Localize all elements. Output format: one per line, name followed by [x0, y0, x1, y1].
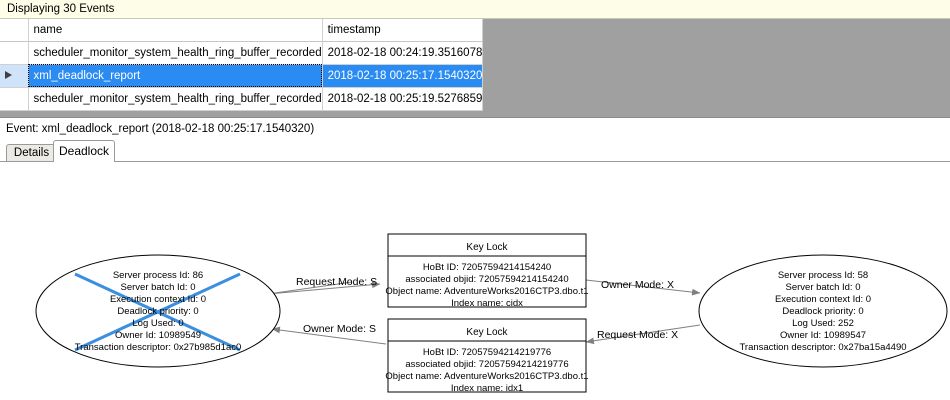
resource-top-title: Key Lock [466, 242, 508, 253]
process-right-line-5: Owner Id: 10989547 [780, 330, 866, 341]
event-header-label: Event: xml_deadlock_report (2018-02-18 0… [6, 122, 315, 135]
process-left-line-3: Deadlock priority: 0 [117, 306, 198, 317]
edge-label-owner-mode-s: Owner Mode: S [303, 323, 376, 335]
deadlock-graph-canvas[interactable]: Request Mode: S Owner Mode: X Owner Mode… [0, 161, 950, 400]
process-left-line-4: Log Used: 0 [132, 318, 183, 329]
edge-label-owner-mode-x: Owner Mode: X [601, 279, 674, 291]
resource-top-line-1: associated objid: 72057594214154240 [405, 274, 568, 285]
row-selector-cell[interactable] [0, 64, 29, 88]
edge-request-mode-x: Request Mode: X [585, 324, 701, 345]
event-header: Event: xml_deadlock_report (2018-02-18 0… [0, 119, 950, 138]
resource-bottom-line-3: Index name: idx1 [451, 383, 523, 394]
resource-top-line-2: Object name: AdventureWorks2016CTP3.dbo.… [385, 286, 588, 297]
edge-label-request-mode-x: Request Mode: X [597, 329, 678, 341]
process-left-line-2: Execution context Id: 0 [110, 294, 206, 305]
resource-bottom-line-0: HoBt ID: 72057594214219776 [423, 347, 551, 358]
column-header-selector [0, 19, 29, 42]
column-header-timestamp[interactable]: timestamp [322, 19, 484, 42]
cell-name[interactable]: xml_deadlock_report [28, 64, 323, 88]
resource-bottom-line-2: Object name: AdventureWorks2016CTP3.dbo.… [385, 371, 588, 382]
edge-label-request-mode-s: Request Mode: S [296, 276, 377, 288]
resource-top-line-3: Index name: cidx [451, 298, 523, 309]
edge-owner-mode-x: Owner Mode: X [585, 279, 701, 296]
cell-name[interactable]: scheduler_monitor_system_health_ring_buf… [28, 41, 323, 65]
process-right-line-3: Deadlock priority: 0 [782, 306, 863, 317]
tab-details[interactable]: Details [6, 144, 57, 162]
detail-tabstrip: Details Deadlock [0, 140, 950, 162]
resource-node-top[interactable]: Key Lock HoBt ID: 72057594214154240 asso… [385, 233, 589, 309]
events-count-label: Displaying 30 Events [7, 3, 115, 15]
row-selector-cell[interactable] [0, 41, 29, 65]
events-grid[interactable]: name timestamp scheduler_monitor_system_… [0, 19, 950, 118]
process-node-left[interactable]: Server process Id: 86 Server batch Id: 0… [35, 254, 281, 368]
process-left-line-6: Transaction descriptor: 0x27b985d1ac0 [75, 342, 242, 353]
table-row[interactable]: scheduler_monitor_system_health_ring_buf… [0, 41, 484, 65]
resource-bottom-line-1: associated objid: 72057594214219776 [405, 359, 568, 370]
process-node-right[interactable]: Server process Id: 58 Server batch Id: 0… [698, 254, 948, 368]
resource-top-line-0: HoBt ID: 72057594214154240 [423, 262, 551, 273]
cell-name[interactable]: scheduler_monitor_system_health_ring_buf… [28, 87, 323, 111]
resource-bottom-title: Key Lock [466, 327, 508, 338]
deadlock-graph-svg: Request Mode: S Owner Mode: X Owner Mode… [35, 233, 948, 394]
resource-node-bottom[interactable]: Key Lock HoBt ID: 72057594214219776 asso… [385, 318, 589, 394]
cell-timestamp[interactable]: 2018-02-18 00:24:19.3516078 [322, 41, 484, 65]
process-left-line-1: Server batch Id: 0 [121, 282, 196, 293]
process-right-line-1: Server batch Id: 0 [786, 282, 861, 293]
victim-cross-icon [74, 272, 241, 352]
tab-deadlock[interactable]: Deadlock [53, 140, 115, 162]
edge-request-mode-s: Request Mode: S [267, 276, 381, 295]
events-table: name timestamp scheduler_monitor_system_… [0, 19, 484, 111]
column-header-name[interactable]: name [28, 19, 323, 42]
process-right-line-4: Log Used: 252 [792, 318, 854, 329]
cell-timestamp[interactable]: 2018-02-18 00:25:19.5276859 [322, 87, 484, 111]
events-count-banner: Displaying 30 Events [0, 0, 950, 19]
process-right-line-2: Execution context Id: 0 [775, 294, 871, 305]
edge-owner-mode-s: Owner Mode: S [271, 323, 387, 345]
process-right-line-0: Server process Id: 58 [778, 270, 868, 281]
process-right-line-6: Transaction descriptor: 0x27ba15a4490 [739, 342, 906, 353]
events-table-body: name timestamp scheduler_monitor_system_… [0, 19, 484, 111]
current-row-arrow-icon [5, 71, 12, 80]
cell-timestamp[interactable]: 2018-02-18 00:25:17.1540320 [322, 64, 484, 88]
process-left-line-5: Owner Id: 10989549 [115, 330, 201, 341]
process-left-line-0: Server process Id: 86 [113, 270, 203, 281]
row-selector-cell[interactable] [0, 87, 29, 111]
table-row-selected[interactable]: xml_deadlock_report 2018-02-18 00:25:17.… [0, 64, 484, 88]
table-header-row: name timestamp [0, 19, 484, 42]
table-row[interactable]: scheduler_monitor_system_health_ring_buf… [0, 87, 484, 111]
